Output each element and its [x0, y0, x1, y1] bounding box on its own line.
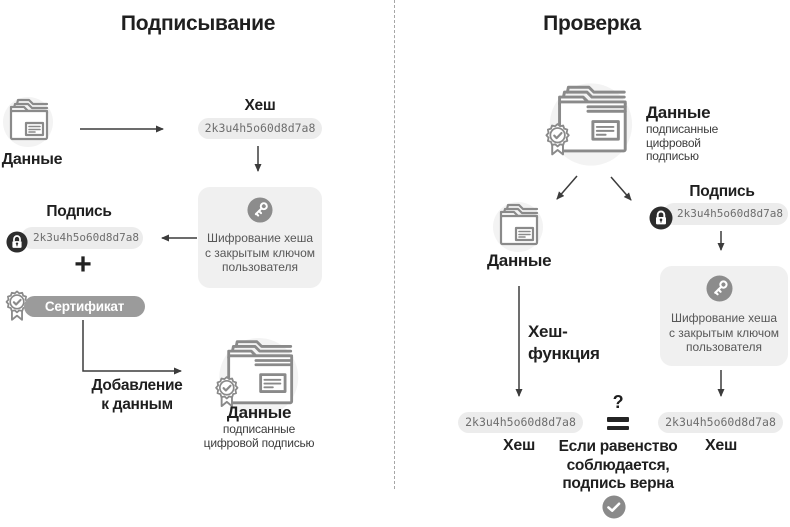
verdict-text: Если равенство соблюдается, подпись верн… — [558, 438, 678, 492]
key-icon — [247, 197, 273, 223]
signed-data-title: Данные — [226, 403, 292, 422]
signature-label: Подпись — [46, 203, 112, 220]
data-label: Данные — [487, 251, 552, 270]
equals-bar-top — [607, 417, 629, 422]
arrow-signed-to-signature — [610, 176, 632, 201]
lock-icon — [649, 206, 673, 230]
sealed-folder-icon — [538, 80, 636, 167]
question-mark: ? — [612, 392, 624, 412]
folder-icon — [492, 200, 544, 252]
arrow-signed-to-data — [556, 175, 578, 200]
verification-title: Проверка — [543, 12, 641, 35]
hash-function-label: Хеш- функция — [528, 322, 600, 363]
equals-sign — [607, 417, 629, 430]
encrypt-box-text: Шифрование хеша с закрытым ключом пользо… — [204, 231, 316, 274]
lock-icon — [6, 231, 28, 253]
hash-value-pill: 2k3u4h5o60d8d7a8 — [658, 412, 783, 433]
equals-bar-bottom — [607, 425, 629, 430]
signed-data-title: Данные — [646, 103, 711, 122]
hash-label: Хеш — [244, 97, 276, 114]
signature-value-pill: 2k3u4h5o60d8d7a8 — [21, 227, 143, 249]
encrypt-box-text: Шифрование хеша с закрытым ключом пользо… — [668, 311, 780, 354]
folder-icon — [2, 95, 54, 147]
data-label: Данные — [1, 151, 63, 168]
signed-data-subtitle: подписанные цифровой подписью — [646, 122, 719, 163]
hash-value-pill: 2k3u4h5o60d8d7a8 — [198, 118, 322, 139]
signing-title: Подписывание — [120, 12, 276, 35]
key-icon — [706, 275, 733, 302]
signature-value-pill: 2k3u4h5o60d8d7a8 — [663, 203, 788, 225]
hash-label: Хеш — [502, 437, 535, 454]
signature-label: Подпись — [689, 183, 755, 200]
arrow-certificate-to-signed-data — [82, 320, 182, 375]
section-divider — [394, 0, 395, 489]
plus-sign: + — [74, 248, 92, 281]
signed-data-subtitle: подписанные цифровой подписью — [203, 422, 315, 450]
certificate-pill: Сертификат — [24, 296, 145, 317]
add-to-data-label: Добавление к данным — [91, 377, 183, 413]
hash-label: Хеш — [704, 437, 737, 454]
check-circle-icon — [602, 495, 626, 519]
hash-value-pill: 2k3u4h5o60d8d7a8 — [458, 412, 583, 433]
